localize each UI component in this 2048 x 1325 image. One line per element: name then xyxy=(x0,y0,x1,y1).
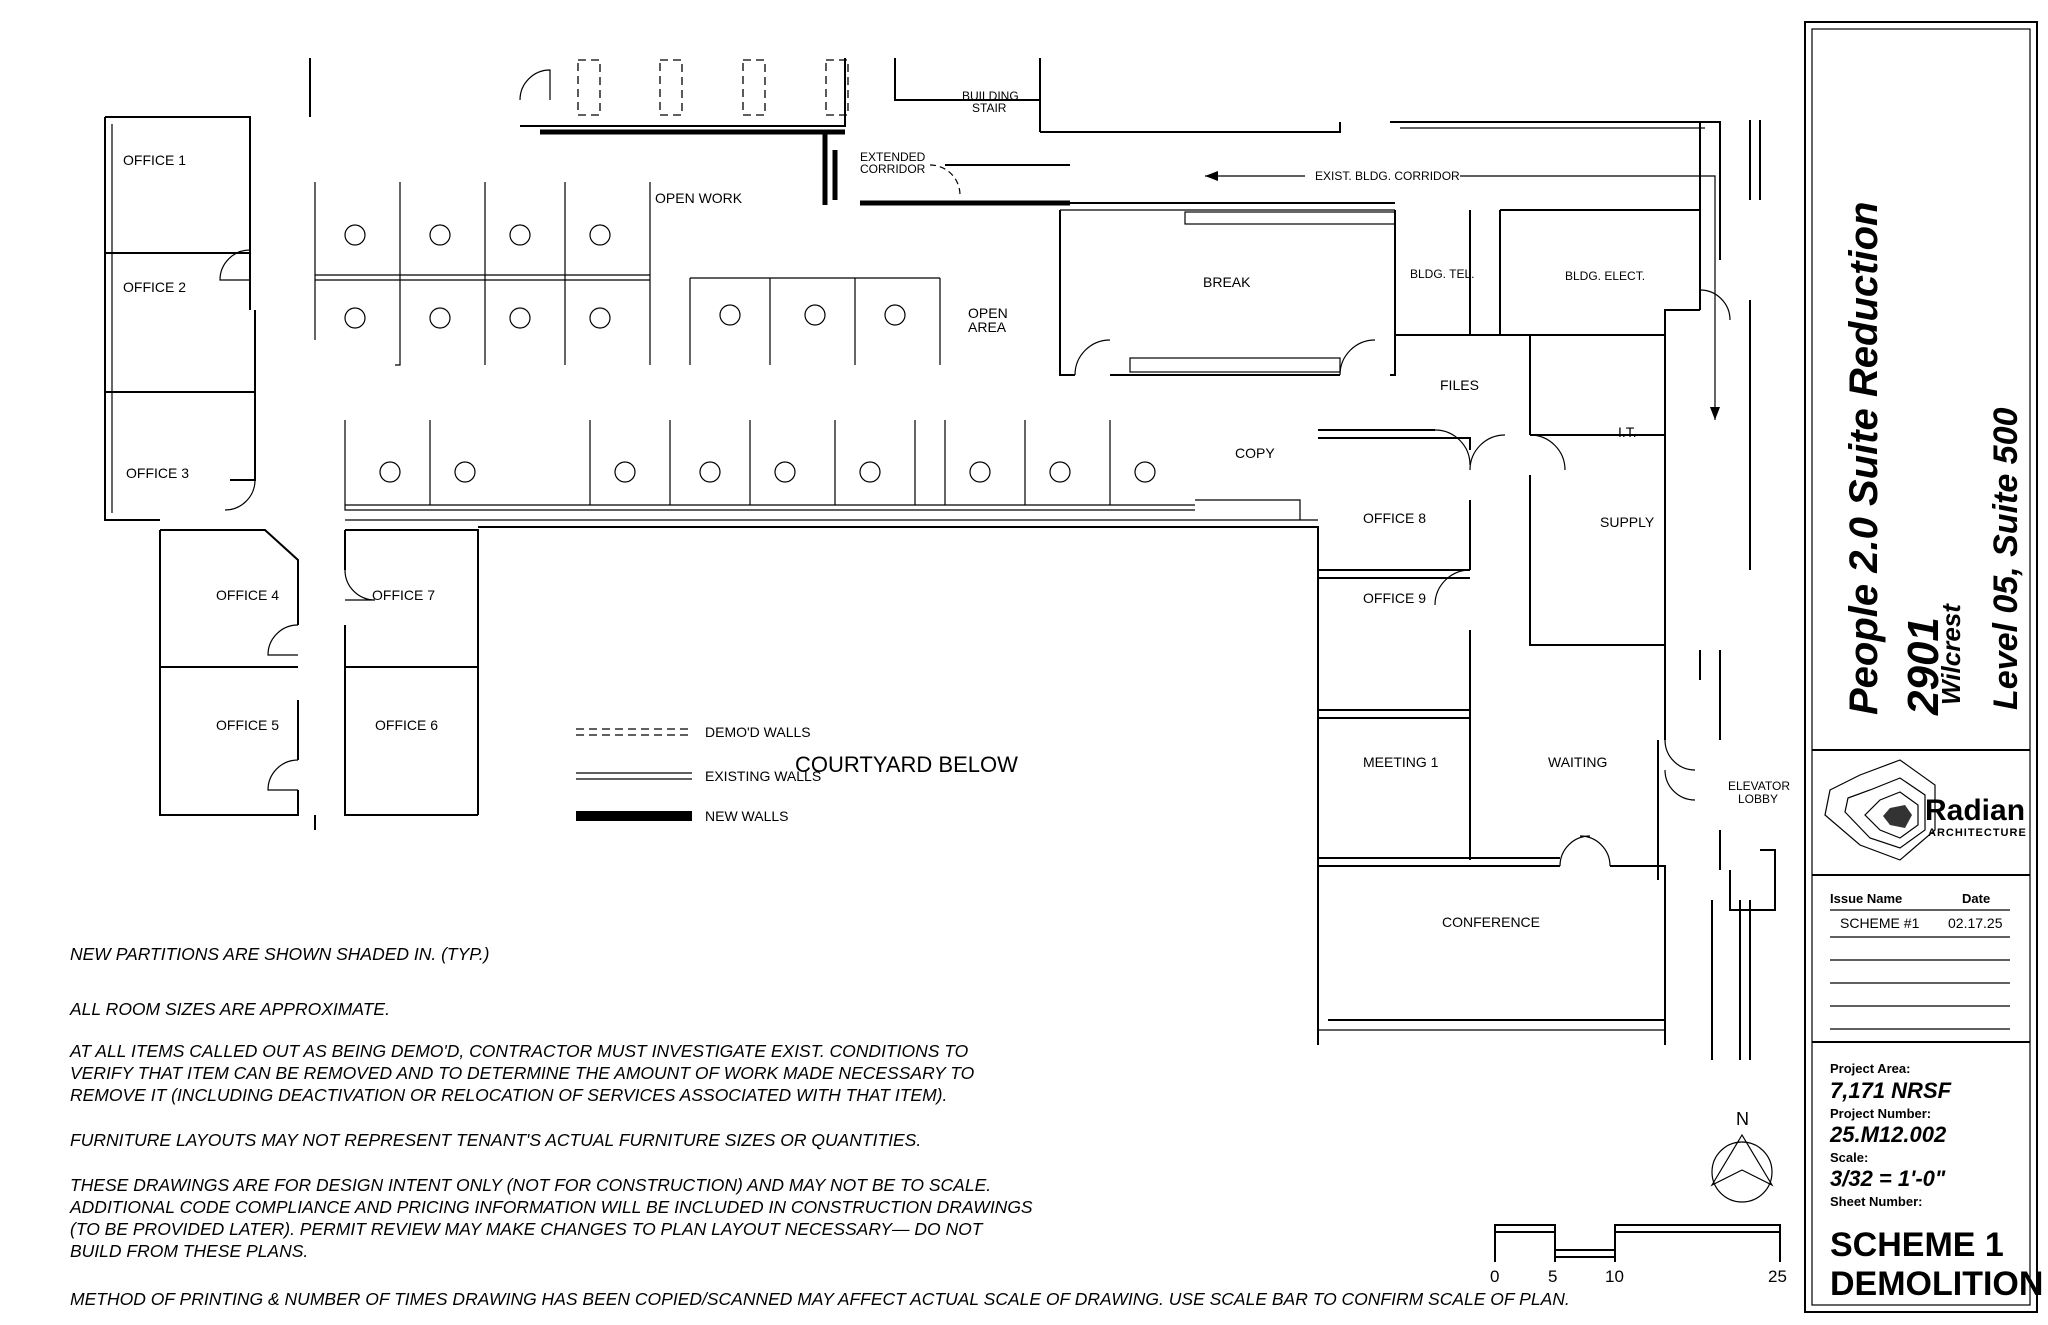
floor-plan-walls xyxy=(104,58,1776,1060)
note-5-line-3: (TO BE PROVIDED LATER). PERMIT REVIEW MA… xyxy=(70,1219,984,1239)
room-label-files: FILES xyxy=(1440,377,1479,393)
project-area: 7,171 NRSF xyxy=(1830,1078,1952,1103)
corridor-arrows xyxy=(1205,171,1720,420)
room-label-extended: EXTENDED xyxy=(860,150,926,164)
chairs xyxy=(344,224,1156,483)
address-number: 2901 xyxy=(1899,617,1948,716)
room-label-corridor: CORRIDOR xyxy=(860,162,926,176)
room-label-open-area-2: AREA xyxy=(968,319,1007,335)
firm-name: Radian xyxy=(1925,794,2025,827)
note-6: METHOD OF PRINTING & NUMBER OF TIMES DRA… xyxy=(70,1289,1570,1309)
room-label-office-8: OFFICE 8 xyxy=(1363,510,1426,526)
scale-value: 3/32 = 1'-0" xyxy=(1830,1166,1946,1191)
scale-bar: 0 5 10 25 xyxy=(1490,1224,1787,1286)
room-label-supply: SUPPLY xyxy=(1600,514,1655,530)
project-number-label: Project Number: xyxy=(1830,1106,1931,1121)
demo-walls xyxy=(314,59,1396,520)
room-label-bldg-elect: BLDG. ELECT. xyxy=(1565,269,1645,283)
room-label-it: I.T. xyxy=(1618,424,1637,440)
firm-subtitle: ARCHITECTURE xyxy=(1928,827,2027,839)
room-label-meeting-1: MEETING 1 xyxy=(1363,754,1439,770)
note-5-line-2: ADDITIONAL CODE COMPLIANCE AND PRICING I… xyxy=(69,1197,1033,1217)
room-label-open-work: OPEN WORK xyxy=(655,190,743,206)
note-3-line-2: VERIFY THAT ITEM CAN BE REMOVED AND TO D… xyxy=(70,1063,975,1083)
room-label-break: BREAK xyxy=(1203,274,1251,290)
note-4: FURNITURE LAYOUTS MAY NOT REPRESENT TENA… xyxy=(70,1130,921,1150)
issue-date-header: Date xyxy=(1962,891,1990,906)
room-label-office-6: OFFICE 6 xyxy=(375,717,438,733)
room-label-office-5: OFFICE 5 xyxy=(216,717,279,733)
wall-legend: DEMO'D WALLS EXISTING WALLS NEW WALLS xyxy=(576,724,821,824)
room-label-copy: COPY xyxy=(1235,445,1275,461)
door-swings xyxy=(219,69,1731,867)
sheet-number-label: Sheet Number: xyxy=(1830,1194,1922,1209)
room-label-office-2: OFFICE 2 xyxy=(123,279,186,295)
note-5-line-1: THESE DRAWINGS ARE FOR DESIGN INTENT ONL… xyxy=(70,1175,991,1195)
north-label: N xyxy=(1736,1109,1749,1129)
north-arrow: N xyxy=(1710,1109,1774,1203)
room-label-lobby: LOBBY xyxy=(1738,792,1778,806)
room-label-office-9: OFFICE 9 xyxy=(1363,590,1426,606)
issue-name: SCHEME #1 xyxy=(1840,915,1920,931)
issue-date: 02.17.25 xyxy=(1948,915,2003,931)
room-label-office-1: OFFICE 1 xyxy=(123,152,186,168)
radian-logo: Radian ARCHITECTURE xyxy=(1824,759,2027,861)
scale-tick-0: 0 xyxy=(1490,1267,1499,1286)
legend-new-walls: NEW WALLS xyxy=(705,808,789,824)
room-label-conference: CONFERENCE xyxy=(1442,914,1540,930)
room-label-building: BUILDING xyxy=(962,89,1019,103)
note-1: NEW PARTITIONS ARE SHOWN SHADED IN. (TYP… xyxy=(70,944,489,964)
room-labels: OFFICE 1 OFFICE 2 OFFICE 3 OFFICE 4 OFFI… xyxy=(123,89,1790,930)
issue-name-header: Issue Name xyxy=(1830,891,1902,906)
note-3-line-3: REMOVE IT (INCLUDING DEACTIVATION OR REL… xyxy=(70,1085,947,1105)
project-area-label: Project Area: xyxy=(1830,1061,1910,1076)
project-title: People 2.0 Suite Reduction xyxy=(1842,202,1886,715)
room-label-elevator: ELEVATOR xyxy=(1728,779,1790,793)
corridor-label: EXIST. BLDG. CORRIDOR xyxy=(1315,169,1460,183)
level-suite: Level 05, Suite 500 xyxy=(1987,408,2025,710)
note-5-line-4: BUILD FROM THESE PLANS. xyxy=(70,1241,308,1261)
note-2: ALL ROOM SIZES ARE APPROXIMATE. xyxy=(69,999,390,1019)
new-wall-swatch xyxy=(576,811,692,821)
scale-tick-25: 25 xyxy=(1768,1267,1787,1286)
address-street: Wilcrest xyxy=(1936,603,1966,705)
project-number: 25.M12.002 xyxy=(1829,1122,1947,1147)
legend-demo-walls: DEMO'D WALLS xyxy=(705,724,811,740)
room-label-office-4: OFFICE 4 xyxy=(216,587,279,603)
room-label-office-3: OFFICE 3 xyxy=(126,465,189,481)
legend-existing-walls: EXISTING WALLS xyxy=(705,768,821,784)
room-label-waiting: WAITING xyxy=(1548,754,1607,770)
title-block: People 2.0 Suite Reduction 2901 Wilcrest… xyxy=(1804,21,2043,1313)
scale-tick-10: 10 xyxy=(1605,1267,1624,1286)
sheet-line-1: SCHEME 1 xyxy=(1830,1226,2004,1264)
room-label-bldg-tel: BLDG. TEL. xyxy=(1410,267,1474,281)
note-3-line-1: AT ALL ITEMS CALLED OUT AS BEING DEMO'D,… xyxy=(69,1041,969,1061)
room-label-open-area-1: OPEN xyxy=(968,305,1008,321)
scale-label: Scale: xyxy=(1830,1150,1868,1165)
courtyard-label: COURTYARD BELOW xyxy=(795,752,1018,777)
sheet-line-2: DEMOLITION xyxy=(1830,1265,2043,1303)
general-notes: NEW PARTITIONS ARE SHOWN SHADED IN. (TYP… xyxy=(69,944,1570,1309)
room-label-office-7: OFFICE 7 xyxy=(372,587,435,603)
room-label-stair: STAIR xyxy=(972,101,1007,115)
scale-tick-5: 5 xyxy=(1548,1267,1557,1286)
